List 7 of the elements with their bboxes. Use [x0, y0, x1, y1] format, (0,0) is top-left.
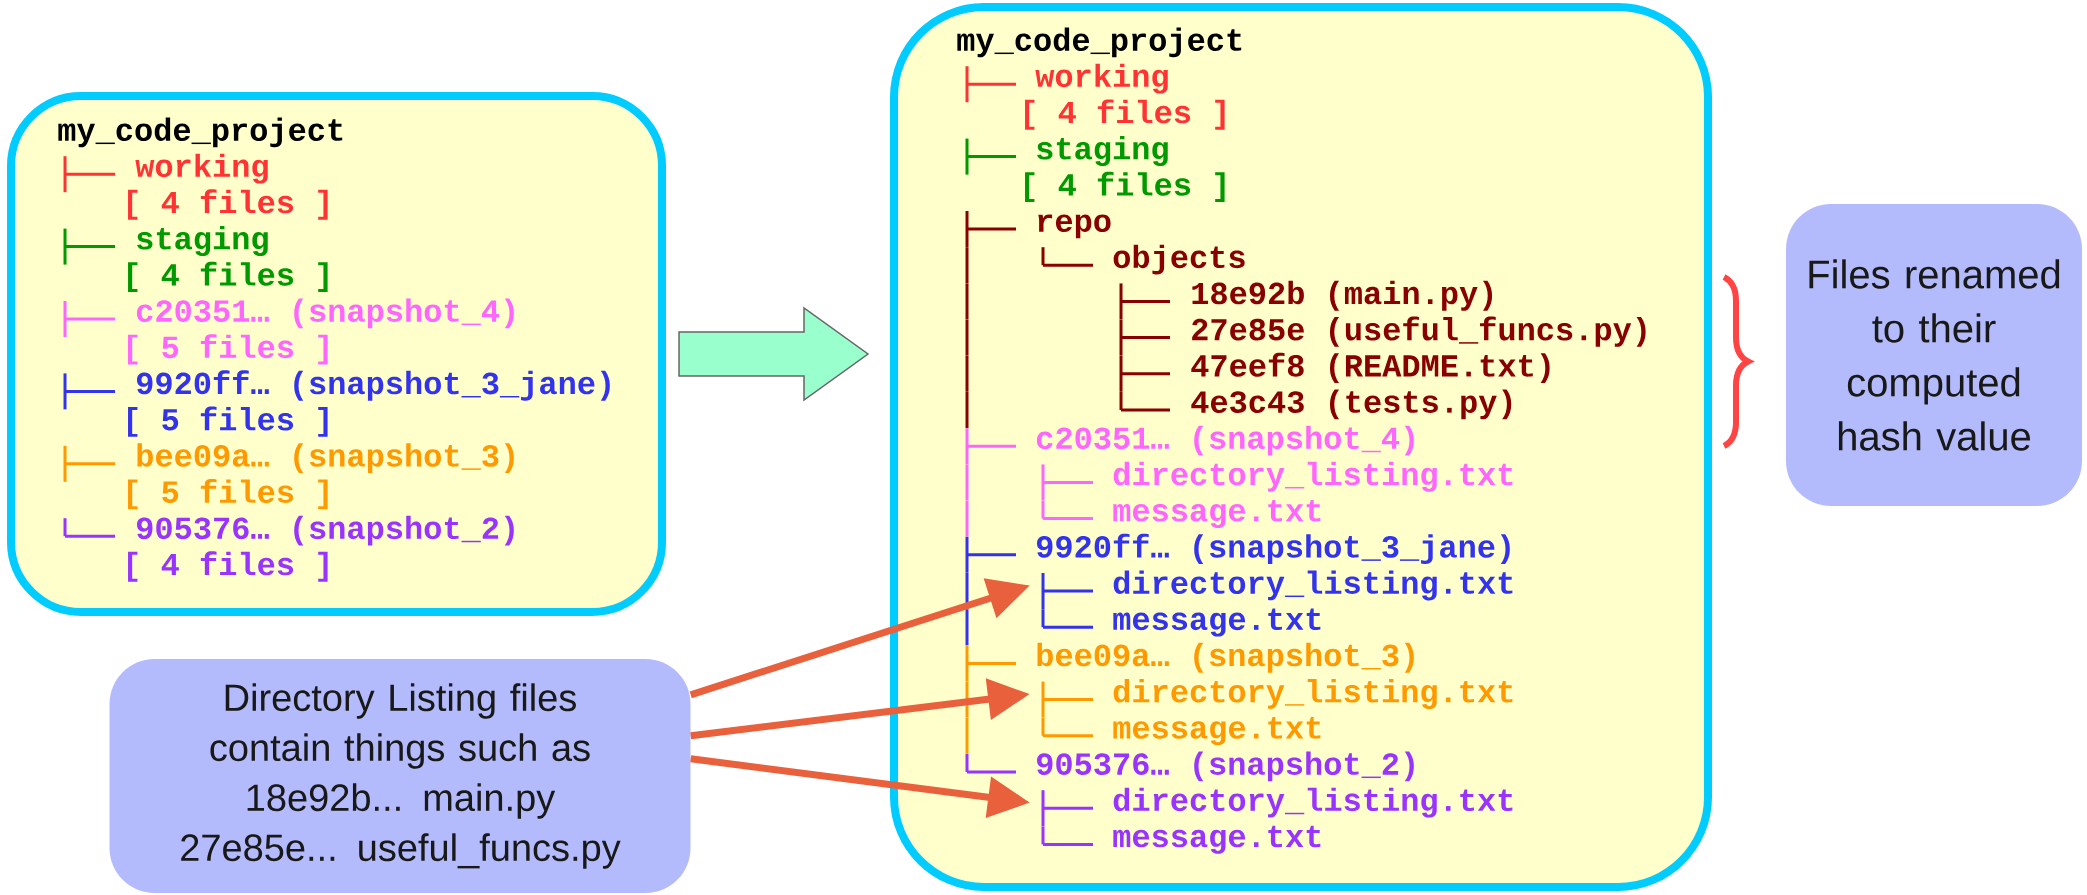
file-tree-panel: my_code_project working [ 4 files ] staging [ 4 files ] c20351… (snapshot_4) [ 5 files ] 9920ff… (snapshot_3_jane) [ 5 files ] bee09a… (snapshot_3) [ 5 files ] 905376… (snapshot_2) [ 4 files ]: [7, 92, 666, 616]
file-name: directory_listing.txt: [1113, 787, 1513, 818]
callout-box: Directory Listing files contain things such as 18e92b... main.py 27e85e... useful_funcs.py: [109, 659, 691, 893]
file-name: directory_listing.txt: [1113, 570, 1513, 601]
block-arrow: [678, 306, 870, 402]
callout-box: Files renamed to their computed hash value: [1786, 204, 2082, 506]
file-name: directory_listing.txt: [1113, 679, 1513, 709]
